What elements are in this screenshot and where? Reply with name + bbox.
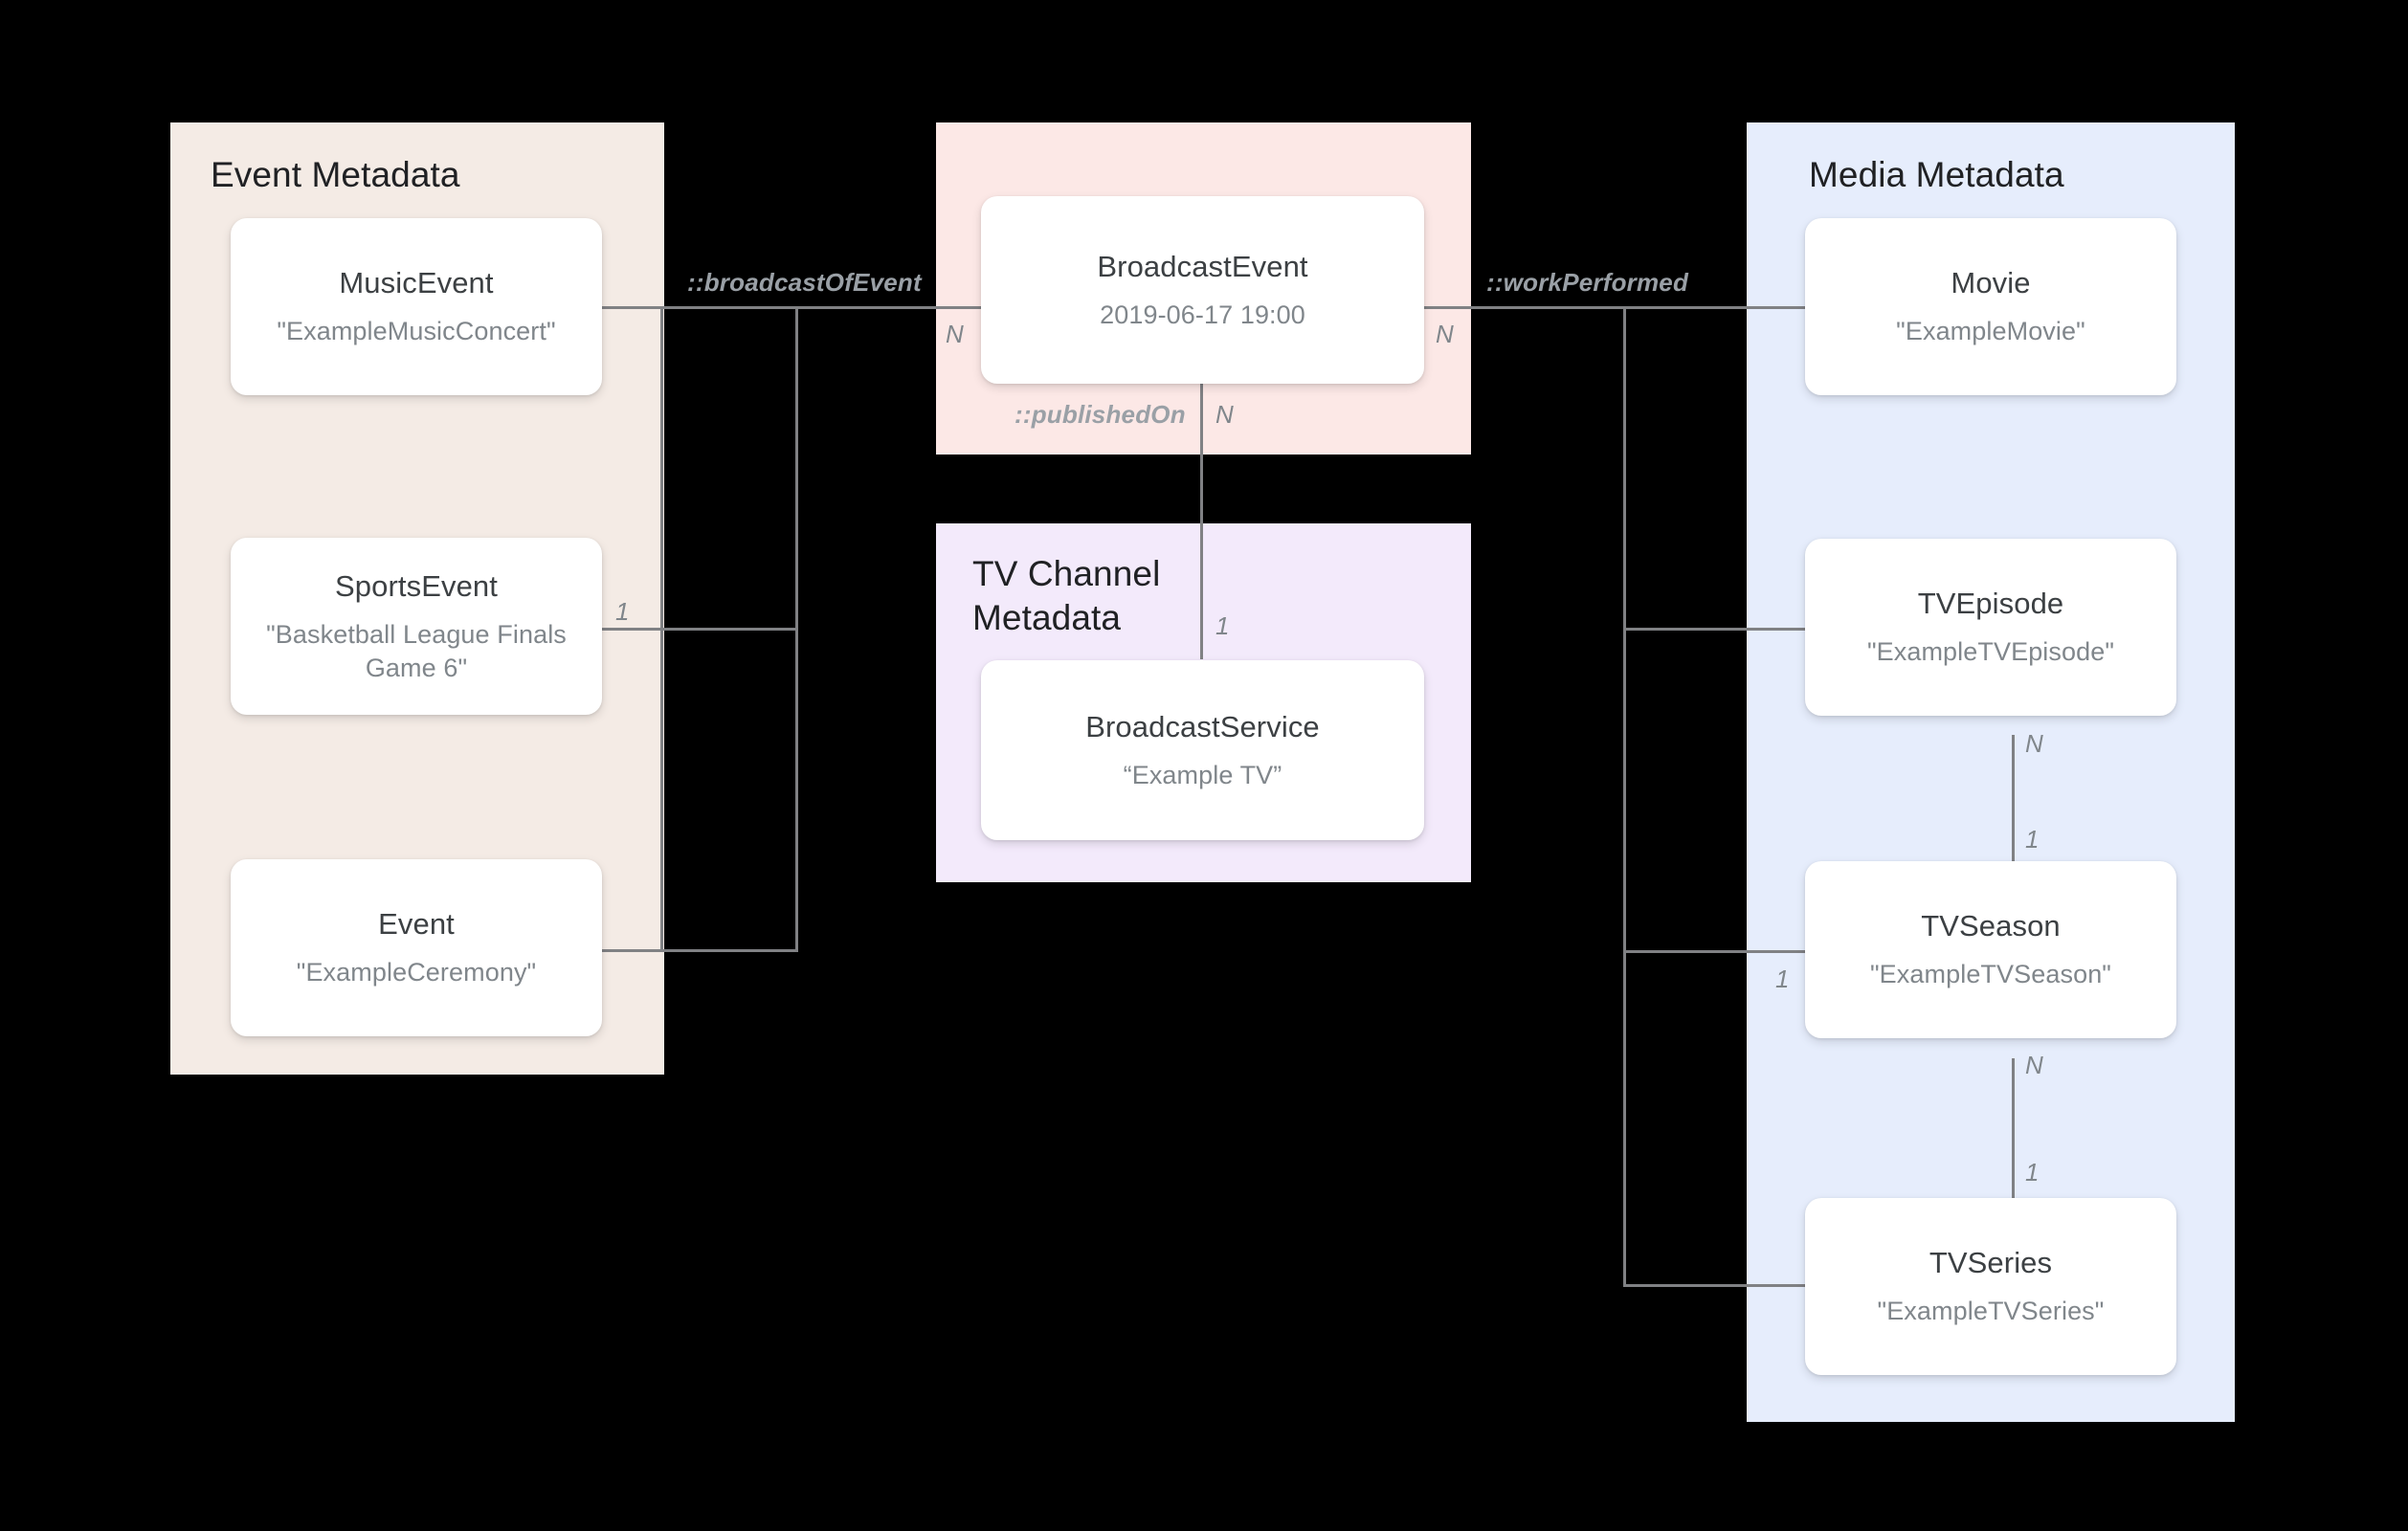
node-broadcast-service[interactable]: BroadcastService “Example TV” <box>981 660 1424 840</box>
node-tv-season[interactable]: TVSeason "ExampleTVSeason" <box>1805 861 2176 1038</box>
panel-title-event-metadata: Event Metadata <box>211 155 460 194</box>
node-title-tv-episode: TVEpisode <box>1917 587 2064 620</box>
node-tv-series[interactable]: TVSeries "ExampleTVSeries" <box>1805 1198 2176 1375</box>
cardinality-tv-season-one-top: 1 <box>2025 825 2040 854</box>
connector-rail-event-right <box>795 306 798 951</box>
cardinality-broadcast-event-left: N <box>946 320 964 348</box>
node-title-event: Event <box>378 907 455 941</box>
node-value-broadcast-service: “Example TV” <box>1123 760 1282 789</box>
cardinality-broadcast-service: 1 <box>1215 611 1230 640</box>
connector-broadcast-of-event <box>660 306 1005 309</box>
connector-sports-event-stub <box>602 628 798 631</box>
node-title-tv-series: TVSeries <box>1929 1246 2053 1279</box>
node-movie[interactable]: Movie "ExampleMovie" <box>1805 218 2176 395</box>
node-title-broadcast-service: BroadcastService <box>1085 709 1320 743</box>
connector-published-on <box>1200 382 1203 659</box>
node-sports-event[interactable]: SportsEvent "Basketball League Finals Ga… <box>231 538 602 715</box>
connector-event-stub <box>602 949 798 952</box>
relation-label-work-performed: ::workPerformed <box>1486 268 1689 297</box>
connector-branch-tv-series <box>1623 1284 1805 1287</box>
node-tv-episode[interactable]: TVEpisode "ExampleTVEpisode" <box>1805 539 2176 716</box>
relation-label-broadcast-of-event: ::broadcastOfEvent <box>687 268 922 297</box>
node-value-tv-season: "ExampleTVSeason" <box>1870 960 2111 988</box>
connector-music-event-stub <box>602 306 663 309</box>
connector-branch-tv-episode <box>1623 628 1805 631</box>
cardinality-broadcast-event-right: N <box>1436 320 1454 348</box>
node-title-broadcast-event: BroadcastEvent <box>1097 249 1308 283</box>
panel-title-tv-channel-metadata: TV Channel Metadata <box>972 554 1161 637</box>
connector-tv-season-to-tv-series <box>2012 1058 2015 1205</box>
connector-tv-episode-to-tv-season <box>2012 735 2015 929</box>
cardinality-published-on: N <box>1215 400 1234 429</box>
node-music-event[interactable]: MusicEvent "ExampleMusicConcert" <box>231 218 602 395</box>
connector-rail-media <box>1623 306 1626 1287</box>
cardinality-tv-season-n: N <box>2025 1051 2043 1079</box>
connector-branch-tv-season <box>1623 950 1805 953</box>
node-event[interactable]: Event "ExampleCeremony" <box>231 859 602 1036</box>
node-title-movie: Movie <box>1951 266 2031 300</box>
node-value-broadcast-event: 2019-06-17 19:00 <box>1100 300 1305 329</box>
node-value-tv-series: "ExampleTVSeries" <box>1877 1297 2105 1325</box>
node-title-tv-season: TVSeason <box>1921 909 2061 943</box>
node-broadcast-event[interactable]: BroadcastEvent 2019-06-17 19:00 <box>981 196 1424 384</box>
panel-title-media-metadata: Media Metadata <box>1809 155 2064 194</box>
relation-label-published-on: ::publishedOn <box>1014 400 1186 429</box>
cardinality-sports-event: 1 <box>615 597 630 626</box>
node-title-music-event: MusicEvent <box>339 266 494 300</box>
cardinality-tv-series-one: 1 <box>2025 1158 2040 1187</box>
connector-work-performed-stub <box>1424 306 1817 309</box>
node-value-sports-event: "Basketball League Finals Game 6" <box>266 619 567 682</box>
node-value-tv-episode: "ExampleTVEpisode" <box>1866 637 2115 666</box>
cardinality-tv-season-one-left: 1 <box>1775 965 1790 993</box>
cardinality-tv-episode-n: N <box>2025 729 2043 758</box>
node-title-sports-event: SportsEvent <box>335 568 498 603</box>
node-value-movie: "ExampleMovie" <box>1896 317 2085 345</box>
node-value-event: "ExampleCeremony" <box>296 958 537 987</box>
node-value-music-event: "ExampleMusicConcert" <box>277 317 556 345</box>
